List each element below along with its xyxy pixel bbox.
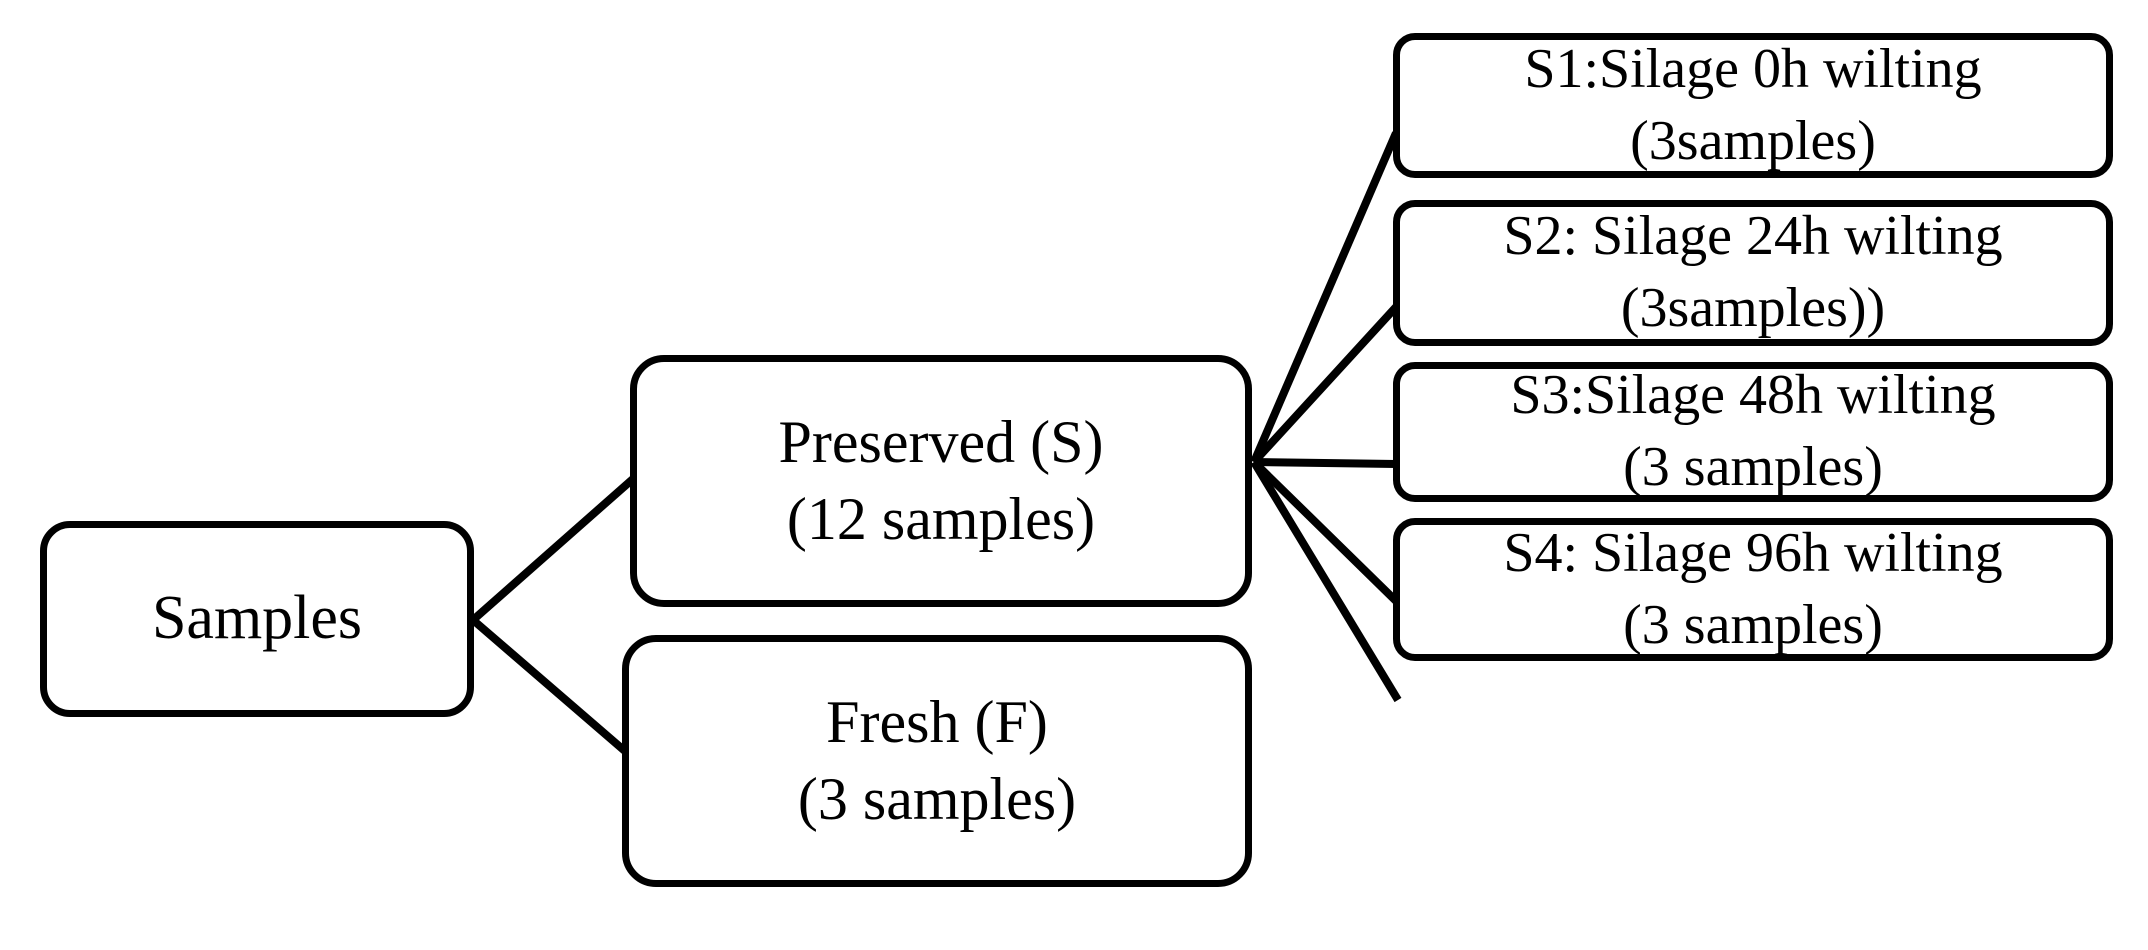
edge-preserved-to-s1 [1250, 131, 1400, 464]
edge-samples-to-preserved [470, 475, 637, 623]
node-preserved-line2: (12 samples) [786, 486, 1096, 552]
node-fresh-line1: Fresh (F) [826, 689, 1048, 756]
edge-preserved-to-s2 [1251, 304, 1399, 465]
node-fresh-line2: (3 samples) [797, 766, 1077, 832]
edge-preserved-to-s4 [1251, 459, 1399, 604]
edge-preserved-to-s3 [1253, 458, 1397, 468]
node-s1[interactable]: S1:Silage 0h wilting (3samples) [1393, 33, 2113, 178]
node-s2[interactable]: S2: Silage 24h wilting (3samples)) [1393, 200, 2113, 346]
node-s4-line2: (3 samples) [1623, 593, 1883, 656]
node-samples-label: Samples [151, 584, 363, 653]
node-s3-line2: (3 samples) [1623, 436, 1883, 498]
node-preserved-line1: Preserved (S) [778, 409, 1104, 476]
node-s1-line2: (3samples) [1630, 109, 1876, 172]
node-s3-line1: S3:Silage 48h wilting [1510, 364, 1996, 427]
node-s1-line1: S1:Silage 0h wilting [1524, 37, 1982, 100]
node-fresh[interactable]: Fresh (F) (3 samples) [622, 635, 1252, 887]
node-s4-line1: S4: Silage 96h wilting [1503, 521, 2003, 584]
node-samples[interactable]: Samples [40, 521, 474, 717]
node-s4[interactable]: S4: Silage 96h wilting (3 samples) [1393, 518, 2113, 661]
node-s2-line2: (3samples)) [1620, 277, 1886, 339]
node-s3[interactable]: S3:Silage 48h wilting (3 samples) [1393, 362, 2113, 502]
node-s2-line1: S2: Silage 24h wilting [1503, 205, 2003, 268]
edge-preserved-to-s4-tail [1250, 459, 1402, 703]
edge-samples-to-fresh [470, 616, 629, 756]
node-preserved[interactable]: Preserved (S) (12 samples) [630, 355, 1252, 607]
